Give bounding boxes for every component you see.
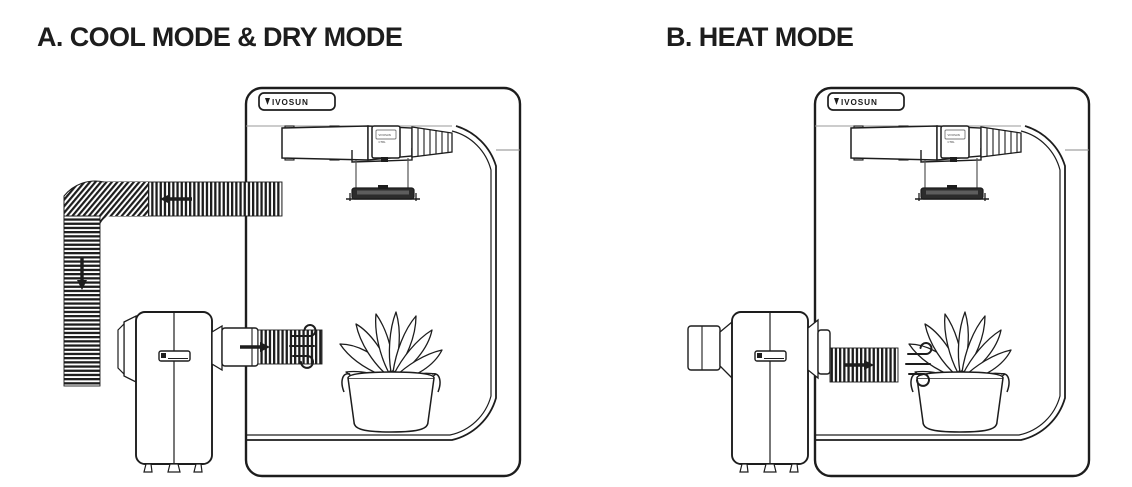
panel-heat-mode: B. HEAT MODE IVOSUN [566, 0, 1132, 487]
svg-text:CTRL: CTRL [948, 140, 956, 144]
tent-brand-badge: IVOSUN [827, 92, 905, 111]
wind-icon [905, 342, 933, 387]
intake-stub-duct [687, 320, 733, 380]
tent-back-fold [246, 125, 497, 441]
svg-text:CTRL: CTRL [379, 140, 387, 144]
svg-text:VIVOSUN: VIVOSUN [948, 133, 960, 137]
grow-tent: IVOSUN [813, 86, 1091, 478]
panel-cool-dry-mode: A. COOL MODE & DRY MODE [37, 22, 522, 478]
ac-feet [739, 463, 799, 473]
plant-in-fabric-pot [339, 311, 443, 433]
airflow-arrow-left [160, 194, 192, 204]
svg-text:VIVOSUN: VIVOSUN [379, 133, 391, 137]
panel-a-illustration: IVOSUN [63, 86, 522, 478]
panel-b-title: B. HEAT MODE [666, 22, 854, 52]
carbon-filter [850, 125, 938, 161]
ac-control-panel [158, 350, 191, 362]
portable-air-conditioner [687, 311, 831, 473]
grow-tent: IVOSUN [244, 86, 522, 478]
wind-icon [289, 324, 317, 369]
tent-outline [244, 86, 522, 478]
tent-brand-label: IVOSUN [841, 98, 878, 107]
fan-controller: VIVOSUN CTRL [371, 125, 401, 162]
plant-in-fabric-pot [908, 311, 1012, 433]
tent-brand-badge: IVOSUN [258, 92, 336, 111]
tent-back-fold-inner [246, 130, 492, 436]
light-hanger-cords [924, 158, 978, 190]
fan-controller: VIVOSUN CTRL [940, 125, 970, 162]
airflow-arrow-right [240, 342, 270, 352]
carbon-filter [281, 125, 369, 161]
airflow-arrow-down [77, 258, 87, 290]
portable-air-conditioner [117, 311, 259, 473]
fan-exhaust-duct [411, 126, 453, 158]
ac-left-port [117, 314, 137, 384]
tent-brand-label: IVOSUN [272, 98, 309, 107]
ac-right-outlet [807, 318, 831, 380]
panel-a-title: A. COOL MODE & DRY MODE [37, 22, 403, 52]
tent-back-fold-inner [815, 130, 1061, 436]
exhaust-duct-vertical [63, 215, 101, 387]
ac-control-panel [754, 350, 787, 362]
grow-light [915, 185, 989, 201]
ac-feet [143, 463, 203, 473]
light-hanger-cords [355, 158, 409, 190]
panel-b-illustration: IVOSUN [566, 0, 1132, 487]
airflow-arrow-right [844, 360, 874, 370]
tent-back-fold [815, 125, 1066, 441]
grow-light [346, 185, 420, 201]
fan-exhaust-duct [980, 126, 1022, 158]
